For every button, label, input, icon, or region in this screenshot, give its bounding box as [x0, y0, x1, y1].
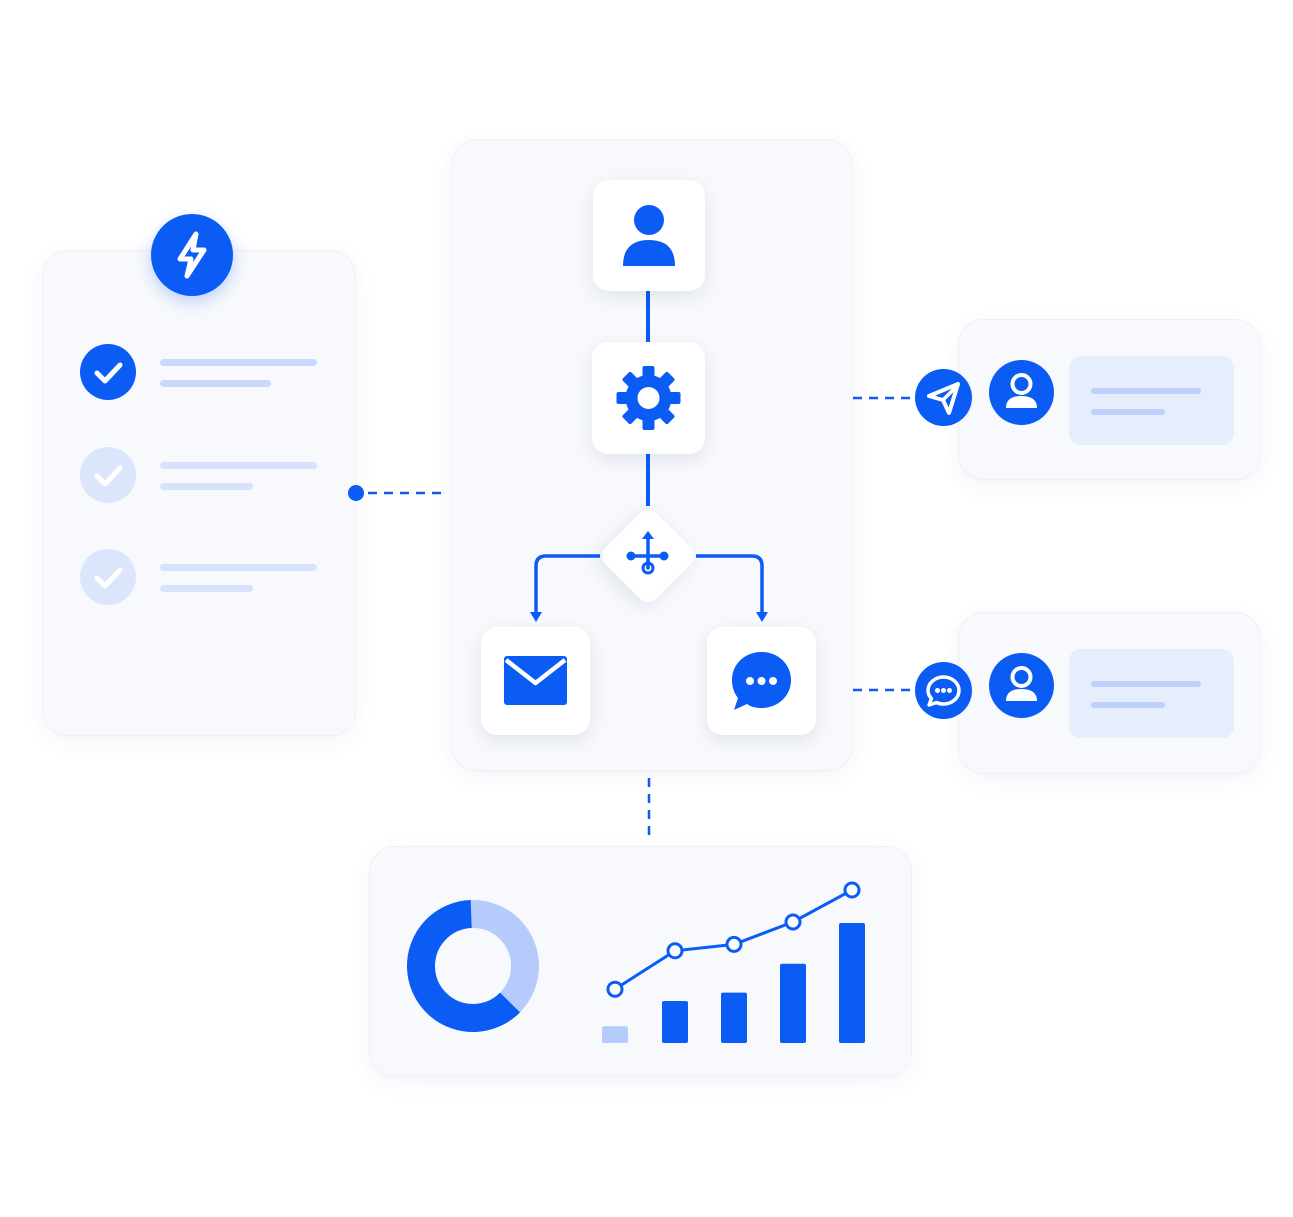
analytics-panel — [369, 846, 912, 1077]
trend-point — [784, 913, 802, 931]
chat-bubble-icon — [926, 675, 961, 707]
message-chip — [1069, 649, 1234, 738]
donut-segment-primary — [407, 900, 539, 1032]
check-icon — [94, 362, 123, 384]
trend-chart — [602, 881, 865, 1043]
lightning-icon — [177, 231, 207, 279]
checklist-item-line-secondary — [160, 380, 271, 387]
chat-badge — [915, 662, 972, 719]
checklist-item-line-secondary — [160, 585, 253, 592]
trend-point — [843, 881, 861, 899]
gear-node[interactable] — [592, 342, 705, 454]
checklist-item-check-pending — [80, 549, 136, 605]
message-chip — [1069, 356, 1234, 445]
gear-icon — [616, 366, 681, 430]
message-line-primary — [1091, 681, 1201, 687]
user-node[interactable] — [593, 180, 705, 291]
trigger-badge — [151, 214, 233, 296]
message-line-secondary — [1091, 702, 1165, 708]
bar-mark — [780, 963, 806, 1043]
bar-mark — [662, 1001, 688, 1043]
bar-mark — [839, 923, 865, 1043]
branch-icon — [626, 531, 669, 575]
message-line-primary — [1091, 388, 1201, 394]
mail-icon — [504, 656, 567, 705]
user-icon — [1006, 666, 1037, 701]
checklist-item-line-primary — [160, 564, 317, 571]
checklist-item-check-pending — [80, 447, 136, 503]
send-badge — [915, 369, 972, 426]
message-line-secondary — [1091, 409, 1165, 415]
connector-flow-to-card-chat — [853, 688, 919, 692]
branch-connectors — [530, 554, 768, 622]
bar-mark — [602, 1026, 628, 1043]
bar-mark — [721, 992, 747, 1043]
avatar — [989, 653, 1054, 718]
chat-node[interactable] — [707, 627, 816, 735]
email-node[interactable] — [481, 627, 590, 735]
flow-connector — [646, 291, 650, 343]
connector-flow-to-card-telegram — [853, 396, 919, 400]
user-icon — [1006, 373, 1037, 408]
flow-connector — [646, 454, 650, 506]
user-icon — [623, 205, 675, 266]
trend-point — [606, 980, 624, 998]
chat-bubble-icon — [732, 652, 791, 710]
checklist-item-line-primary — [160, 359, 317, 366]
checklist-item-check-done — [80, 344, 136, 400]
check-icon — [94, 465, 123, 487]
donut-chart — [407, 900, 539, 1032]
check-icon — [94, 567, 123, 589]
checklist-item-line-secondary — [160, 483, 253, 490]
paper-plane-icon — [927, 382, 960, 415]
trend-point — [725, 935, 743, 953]
trend-point — [666, 942, 684, 960]
checklist-item-line-primary — [160, 462, 317, 469]
avatar — [989, 360, 1054, 425]
connector-flow-to-analytics — [647, 778, 651, 836]
connector-checklist-to-flow — [348, 485, 442, 501]
